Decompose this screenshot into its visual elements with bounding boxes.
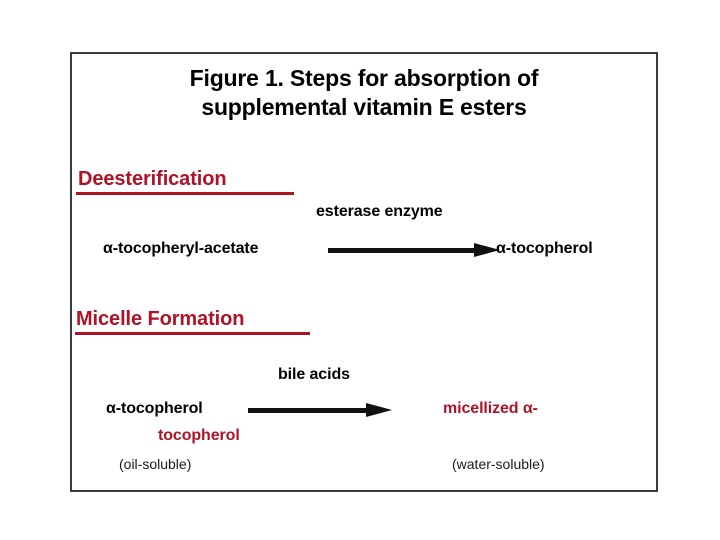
reaction-arrow-icon-1 bbox=[328, 243, 500, 257]
figure-title-line-2: supplemental vitamin E esters bbox=[201, 93, 527, 120]
arrow-head bbox=[474, 243, 500, 257]
figure-title-line-1: Figure 1. Steps for absorption of bbox=[189, 65, 539, 91]
product-micellized-tocopherol-wrap: tocopherol bbox=[158, 427, 240, 444]
solubility-label-oil: (oil-soluble) bbox=[119, 456, 192, 472]
solubility-label-water: (water-soluble) bbox=[452, 456, 545, 472]
arrow-shaft bbox=[328, 248, 476, 253]
section-heading-micelle-formation-label: Micelle Formation bbox=[76, 308, 245, 330]
arrow-head bbox=[366, 403, 392, 417]
heading-underline-deesterification bbox=[76, 192, 294, 195]
heading-underline-micelle-formation bbox=[75, 332, 310, 335]
figure-frame: Figure 1. Steps for absorption of supple… bbox=[70, 52, 658, 492]
reactant-tocopherol: α-tocopherol bbox=[106, 400, 203, 417]
arrow-shaft bbox=[248, 408, 368, 413]
figure-title: Figure 1. Steps for absorption of supple… bbox=[72, 64, 656, 122]
reaction-arrow-icon-2 bbox=[248, 403, 392, 417]
section-heading-deesterification: Deesterification bbox=[76, 168, 294, 195]
section-heading-micelle-formation: Micelle Formation bbox=[75, 308, 310, 335]
enzyme-label-bile-acids: bile acids bbox=[278, 366, 350, 383]
product-micellized-tocopherol: micellized α- bbox=[443, 400, 538, 417]
section-heading-deesterification-label: Deesterification bbox=[78, 168, 227, 190]
enzyme-label-esterase: esterase enzyme bbox=[316, 203, 443, 220]
reactant-tocopheryl-acetate: α-tocopheryl-acetate bbox=[103, 240, 259, 257]
product-tocopherol: α-tocopherol bbox=[496, 240, 593, 257]
